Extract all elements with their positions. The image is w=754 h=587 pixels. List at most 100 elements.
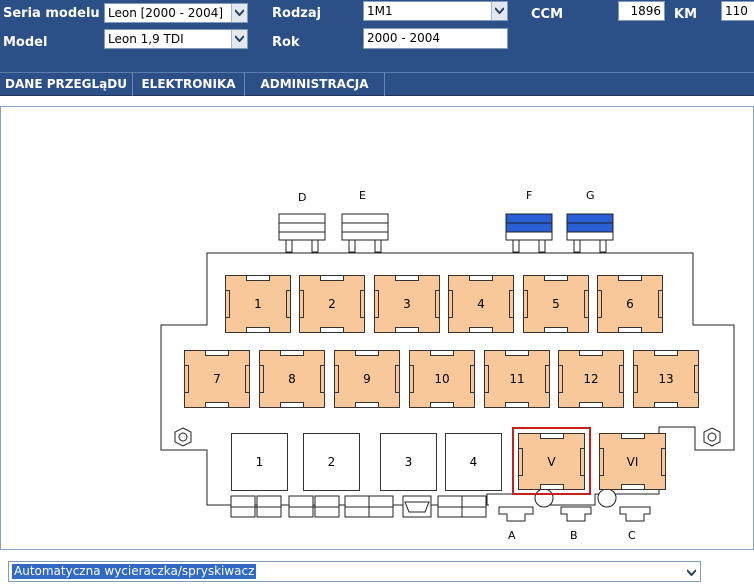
connector-f[interactable] [505, 213, 553, 253]
ccm-value: 1896 [630, 4, 661, 18]
km-value: 110 [725, 4, 748, 18]
km-label: KM [674, 7, 698, 22]
fuse-tab-top [395, 275, 419, 281]
fuse-tab-top [654, 350, 678, 356]
chevron-down-icon [687, 569, 696, 576]
function-dropdown-button[interactable] [683, 562, 700, 581]
fuse-side-right [245, 365, 250, 393]
fuse-10[interactable]: 10 [409, 350, 475, 408]
terminal-label-c: C [628, 529, 636, 542]
fuse-label: 9 [363, 372, 371, 386]
fuse-tab-bottom [654, 402, 678, 408]
seria-select[interactable]: Leon [2000 - 2004] [104, 3, 248, 23]
fuse-side-left [259, 365, 264, 393]
fuse-tab-top [544, 275, 568, 281]
fuse-side-left [299, 290, 304, 318]
relay-label: V [547, 454, 556, 469]
rok-input[interactable]: 2000 - 2004 [363, 28, 508, 49]
ccm-input[interactable]: 1896 [618, 1, 665, 21]
fuse-side-left [409, 365, 414, 393]
fuse-11[interactable]: 11 [484, 350, 550, 408]
seria-value: Leon [2000 - 2004] [108, 6, 224, 20]
connector-e[interactable] [341, 213, 389, 253]
fuse-side-right [395, 365, 400, 393]
fuse-label: 5 [552, 297, 560, 311]
fuse-tab-bottom [579, 402, 603, 408]
fuse-side-left [374, 290, 379, 318]
fuse-label: 10 [434, 372, 450, 386]
fuse-tab-top [469, 275, 493, 281]
terminal-label-a: A [508, 529, 516, 542]
fuse-side-right [584, 290, 589, 318]
function-select[interactable]: Automatyczna wycieraczka/spryskiwacz [8, 561, 701, 582]
fuse-tab-top [205, 350, 229, 356]
relay-label: VI [626, 454, 639, 469]
menu-dane-przegladu[interactable]: DANE PRZEGLąDU [0, 73, 133, 96]
fuse-tab-bottom [469, 327, 493, 333]
fuse-3[interactable]: 3 [374, 275, 440, 333]
relay-label: 4 [469, 455, 478, 469]
fuse-tab-bottom [280, 402, 304, 408]
fuse-8[interactable]: 8 [259, 350, 325, 408]
km-input[interactable]: 110 [721, 1, 754, 21]
fuse-tab-bottom [320, 327, 344, 333]
relay-v[interactable]: V [518, 433, 585, 490]
fuse-side-left [523, 290, 528, 318]
fuse-6[interactable]: 6 [597, 275, 663, 333]
connector-d[interactable] [278, 213, 326, 253]
chevron-down-icon [235, 9, 244, 16]
fuse-label: 2 [328, 297, 336, 311]
fuse-label: 3 [403, 297, 411, 311]
relay-label: 2 [327, 455, 336, 469]
screw-left-icon [174, 427, 192, 447]
fuse-12[interactable]: 12 [558, 350, 624, 408]
fuse-side-right [694, 365, 699, 393]
rodzaj-value: 1M1 [367, 4, 393, 18]
fuse-tab-top [620, 433, 645, 439]
rok-value: 2000 - 2004 [367, 31, 441, 45]
fuse-side-right [470, 365, 475, 393]
terminal-label-b: B [570, 529, 578, 542]
fuse-9[interactable]: 9 [334, 350, 400, 408]
relay-vi[interactable]: VI [599, 433, 666, 490]
connector-g[interactable] [566, 213, 614, 253]
function-select-value: Automatyczna wycieraczka/spryskiwacz [10, 563, 258, 580]
screw-right-icon [703, 427, 721, 447]
fuse-side-right [360, 290, 365, 318]
seria-dropdown-button[interactable] [231, 4, 247, 22]
ccm-label: CCM [531, 7, 564, 22]
fuse-side-right [286, 290, 291, 318]
rodzaj-dropdown-button[interactable] [491, 2, 507, 20]
connector-label-f: F [526, 189, 533, 202]
menu-elektronika[interactable]: ELEKTRONIKA [133, 73, 245, 96]
relay-3[interactable]: 3 [380, 433, 437, 491]
fuse-4[interactable]: 4 [448, 275, 514, 333]
fuse-tab-bottom [544, 327, 568, 333]
model-select[interactable]: Leon 1,9 TDI [104, 29, 248, 49]
fuse-2[interactable]: 2 [299, 275, 365, 333]
relay-1[interactable]: 1 [231, 433, 288, 491]
fuse-tab-top [505, 350, 529, 356]
chevron-down-icon [235, 35, 244, 42]
fuse-13[interactable]: 13 [633, 350, 699, 408]
rodzaj-select[interactable]: 1M1 [363, 1, 508, 21]
fuse-label: 12 [583, 372, 599, 386]
fuse-side-left [633, 365, 638, 393]
fuse-7[interactable]: 7 [184, 350, 250, 408]
model-dropdown-button[interactable] [231, 30, 247, 48]
fuse-tab-top [246, 275, 270, 281]
chevron-down-icon [495, 7, 504, 14]
relay-4[interactable]: 4 [445, 433, 502, 491]
fuse-tab-bottom [246, 327, 270, 333]
fuse-box-panel: D E F G 1 2 3 4 5 6 7 8 9 10 11 12 13 1 … [0, 106, 754, 550]
relay-2[interactable]: 2 [303, 433, 360, 491]
fuse-5[interactable]: 5 [523, 275, 589, 333]
menu-administracja[interactable]: ADMINISTRACJA [245, 73, 385, 96]
model-label: Model [3, 35, 48, 50]
fuse-1[interactable]: 1 [225, 275, 291, 333]
fuse-side-right [320, 365, 325, 393]
fuse-tab-top [430, 350, 454, 356]
fuse-label: 11 [509, 372, 525, 386]
fuse-side-right [661, 447, 666, 476]
fuse-side-left [597, 290, 602, 318]
